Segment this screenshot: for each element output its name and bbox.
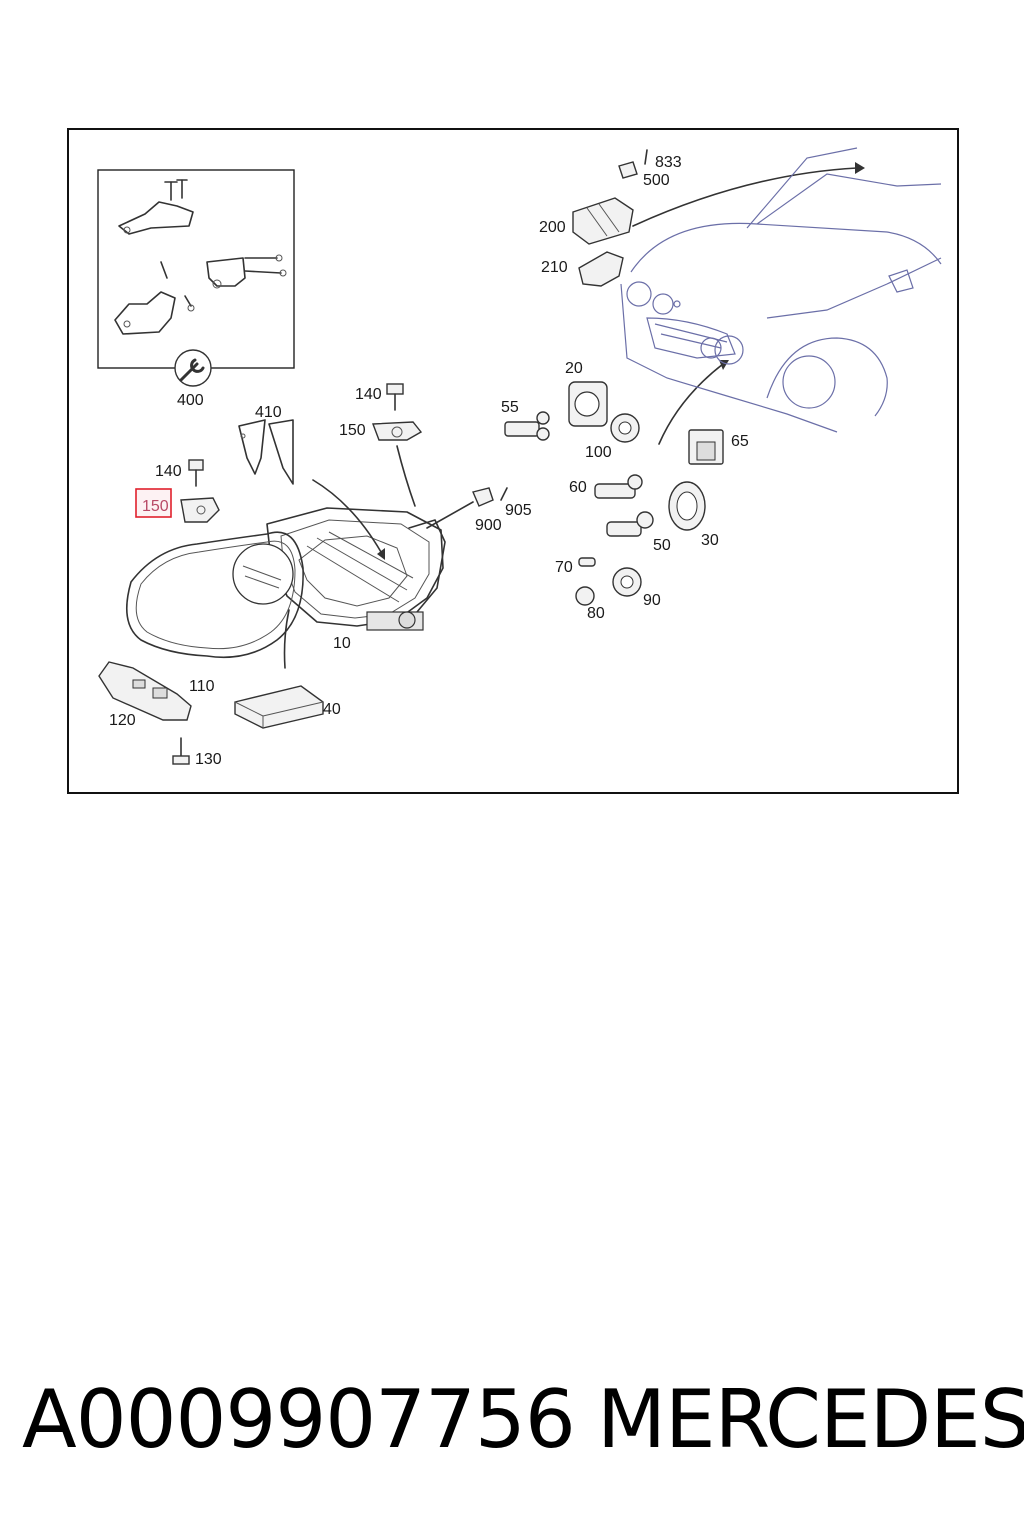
part-label-200: 200 — [539, 219, 566, 236]
arrow-to-car-lamp — [658, 363, 724, 445]
part-label-110: 110 — [189, 678, 215, 695]
bulb-55 — [504, 411, 550, 441]
part-label-140-lower: 140 — [155, 463, 182, 480]
cover-210 — [578, 251, 624, 287]
part-label-400: 400 — [177, 392, 204, 409]
part-label-80: 80 — [587, 605, 605, 622]
part-label-210: 210 — [541, 259, 568, 276]
part-label-10: 10 — [333, 635, 351, 652]
bulb-100 — [610, 413, 640, 443]
part-number-text: A0009907756 — [22, 1373, 576, 1466]
part-label-905: 905 — [505, 502, 532, 519]
wrench-icon — [174, 349, 212, 387]
part-150-lower — [180, 497, 220, 523]
part-label-130: 130 — [195, 751, 222, 768]
part-410 — [238, 419, 294, 485]
bracket-120 — [98, 661, 192, 721]
part-140-lower — [188, 459, 204, 487]
arrow-410-to-housing — [312, 479, 382, 553]
part-500 — [618, 161, 638, 179]
part-140-upper — [386, 383, 404, 411]
bulb-60 — [594, 474, 643, 499]
part-833 — [644, 149, 648, 165]
arrow-40-to-housing — [283, 609, 290, 669]
part-label-50: 50 — [653, 537, 671, 554]
module-200 — [572, 197, 634, 245]
arrow-module-to-car — [632, 167, 858, 227]
control-unit-40 — [234, 685, 324, 729]
lens-frame-110 — [125, 531, 304, 659]
caption-bar: A0009907756 MERCEDES — [0, 1370, 1024, 1470]
socket-90 — [612, 567, 642, 597]
ring-30 — [668, 481, 706, 531]
part-label-70: 70 — [555, 559, 573, 576]
part-label-150-highlighted: 150 — [142, 498, 169, 515]
part-label-833: 833 — [655, 154, 682, 171]
part-label-100: 100 — [585, 444, 612, 461]
screw-130 — [172, 737, 190, 765]
part-label-140-upper: 140 — [355, 386, 382, 403]
connector-line-900 — [426, 501, 474, 529]
part-label-500: 500 — [643, 172, 670, 189]
part-label-150-upper: 150 — [339, 422, 366, 439]
parts-diagram: 400 410 140 150 140 150 10 — [67, 128, 959, 794]
car-outline — [620, 147, 942, 433]
brand-text: MERCEDES — [597, 1373, 1024, 1466]
part-label-90: 90 — [643, 592, 661, 609]
part-label-65: 65 — [731, 433, 749, 450]
arrow-150-to-housing — [396, 445, 416, 507]
part-label-20: 20 — [565, 360, 583, 377]
part-label-900: 900 — [475, 517, 502, 534]
bulb-70 — [578, 557, 596, 567]
bulb-50 — [606, 511, 654, 537]
highlight-box-150 — [135, 488, 172, 518]
bulb-80 — [575, 586, 595, 606]
part-label-55: 55 — [501, 399, 519, 416]
part-label-30: 30 — [701, 532, 719, 549]
part-label-410: 410 — [255, 404, 282, 421]
relay-65 — [688, 429, 724, 465]
part-905 — [500, 487, 508, 501]
diagram-border — [67, 128, 959, 794]
cap-20 — [568, 381, 608, 427]
part-150-upper — [372, 421, 423, 441]
part-label-60: 60 — [569, 479, 587, 496]
part-label-120: 120 — [109, 712, 136, 729]
part-900 — [472, 487, 494, 507]
part-label-40: 40 — [323, 701, 341, 718]
